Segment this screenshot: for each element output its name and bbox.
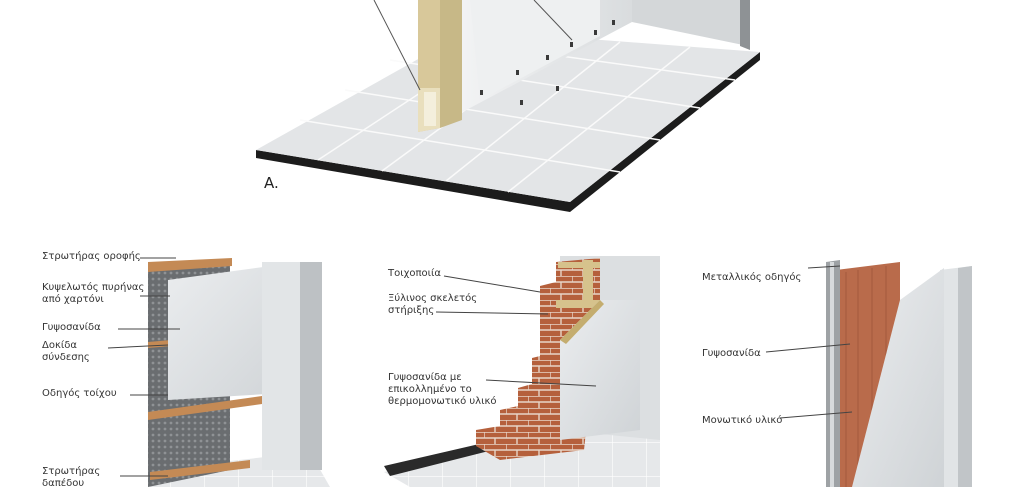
- label-insulation-material: Μονωτικό υλικό: [702, 415, 783, 426]
- label-ceiling-runner: Στρωτήρας οροφής: [42, 251, 141, 262]
- label-gypsum-board-left: Γυψοσανίδα: [42, 322, 101, 333]
- label-timber-frame-1: Ξύλινος σκελετός: [388, 293, 478, 304]
- label-wall-track: Οδηγός τοίχου: [42, 388, 117, 399]
- right-panel-illustration: [765, 260, 972, 487]
- label-masonry: Τοιχοποιία: [388, 268, 442, 279]
- figure-a-illustration: [256, 0, 760, 212]
- figure-a-label: A.: [264, 174, 279, 192]
- label-connecting-joist-1: Δοκίδα: [42, 340, 77, 351]
- middle-panel-illustration: [384, 256, 660, 487]
- label-floor-runner-2: δαπέδου: [42, 478, 85, 489]
- label-insulated-board-2: επικολλημένο το: [388, 384, 472, 395]
- label-insulated-board-1: Γυψοσανίδα με: [388, 372, 462, 383]
- label-connecting-joist-2: σύνδεσης: [42, 352, 90, 363]
- left-panel-illustration: [107, 257, 330, 487]
- label-honeycomb-core-1: Κυψελωτός πυρήνας: [42, 282, 145, 293]
- label-gypsum-board-right: Γυψοσανίδα: [702, 348, 761, 359]
- label-timber-frame-2: στήριξης: [388, 305, 435, 316]
- label-metal-track: Μεταλλικός οδηγός: [702, 272, 802, 283]
- label-honeycomb-core-2: από χαρτόνι: [42, 294, 104, 305]
- label-floor-runner-1: Στρωτήρας: [42, 466, 101, 477]
- label-insulated-board-3: θερμομονωτικό υλικό: [388, 396, 497, 407]
